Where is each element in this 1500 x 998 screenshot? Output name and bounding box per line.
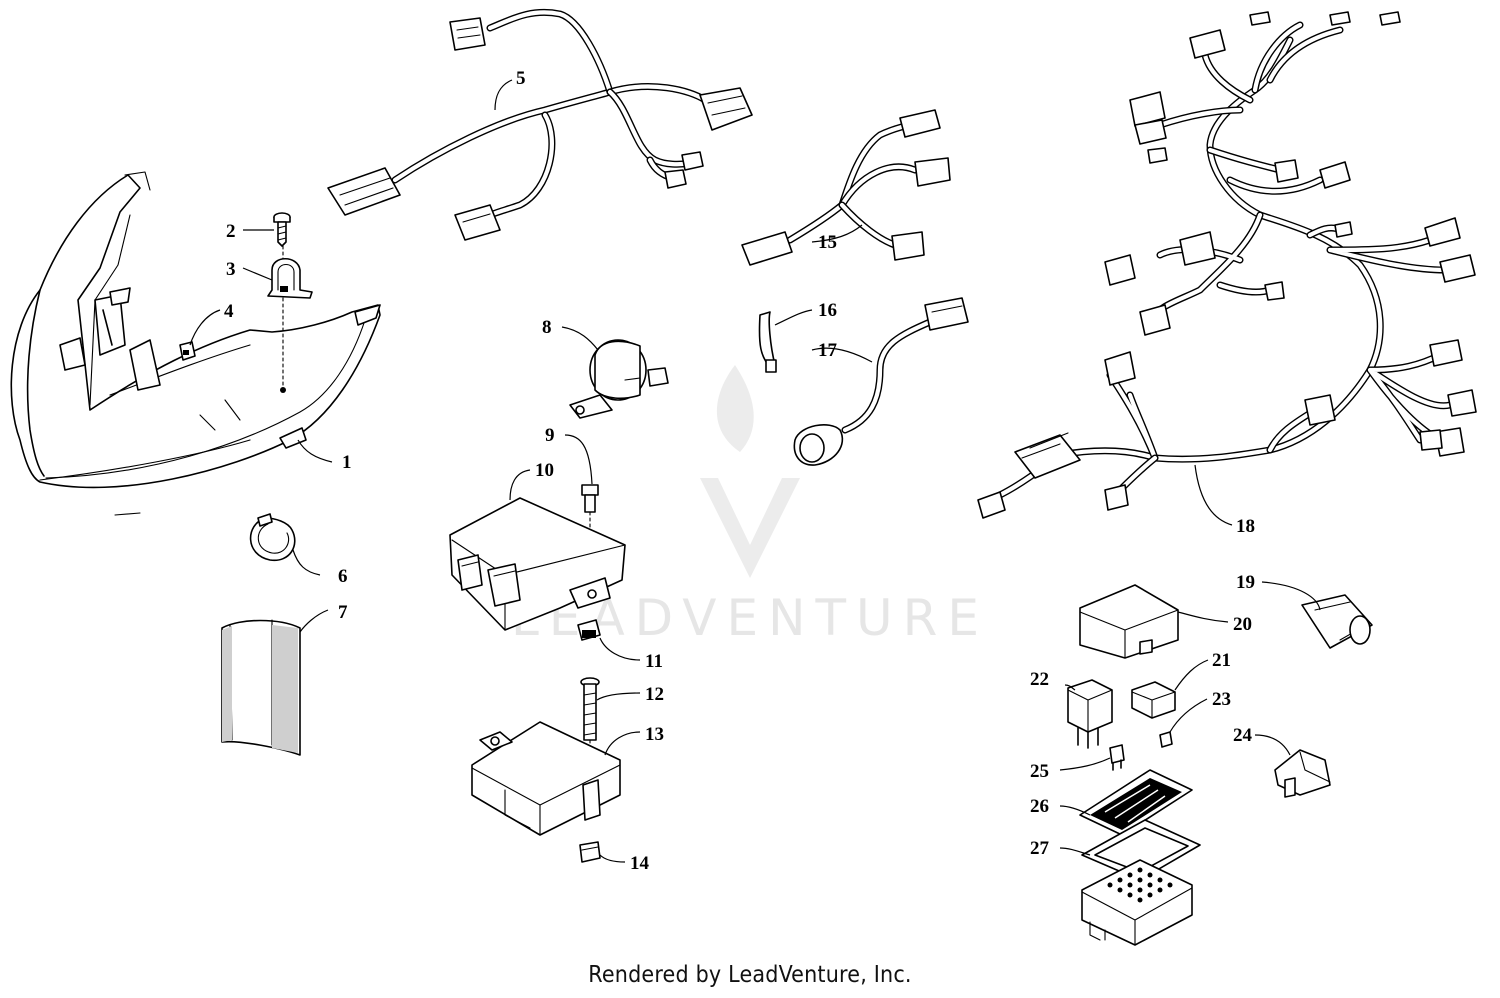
connector-19[interactable] xyxy=(1301,594,1373,649)
clamp-3[interactable] xyxy=(267,257,313,299)
ring-clamp-6[interactable] xyxy=(249,513,296,561)
callout-5[interactable]: 5 xyxy=(516,68,526,89)
fuse-box-base[interactable] xyxy=(1081,859,1193,946)
callout-17[interactable]: 17 xyxy=(818,340,838,361)
tie-strap-16[interactable] xyxy=(758,311,777,373)
callout-14[interactable]: 14 xyxy=(630,853,650,874)
callout-18[interactable]: 18 xyxy=(1236,516,1255,537)
mini-fuse-23[interactable] xyxy=(1159,731,1173,748)
callout-6[interactable]: 6 xyxy=(338,566,348,587)
callout-1[interactable]: 1 xyxy=(342,452,352,473)
callout-27[interactable]: 27 xyxy=(1030,838,1050,859)
fuse-21[interactable] xyxy=(1131,681,1176,719)
callout-10[interactable]: 10 xyxy=(535,460,554,481)
fuse-box-cover-20[interactable] xyxy=(1079,584,1179,659)
bolt-12[interactable] xyxy=(580,677,600,741)
control-module-10[interactable] xyxy=(449,497,626,631)
callout-labels: 1 2 3 4 5 6 7 8 9 10 11 12 13 14 15 16 1… xyxy=(224,68,1255,874)
screw-2[interactable] xyxy=(273,212,291,247)
callout-16[interactable]: 16 xyxy=(818,300,837,321)
callout-19[interactable]: 19 xyxy=(1236,572,1255,593)
callout-8[interactable]: 8 xyxy=(542,317,552,338)
callout-20[interactable]: 20 xyxy=(1233,614,1252,635)
fuse-label-26[interactable] xyxy=(1079,769,1193,836)
callout-21[interactable]: 21 xyxy=(1212,650,1231,671)
callout-26[interactable]: 26 xyxy=(1030,796,1049,817)
callout-12[interactable]: 12 xyxy=(645,684,664,705)
callout-25[interactable]: 25 xyxy=(1030,761,1049,782)
headlight-housing[interactable] xyxy=(10,171,381,516)
module-cover-13[interactable] xyxy=(471,721,621,836)
callout-4[interactable]: 4 xyxy=(224,301,234,322)
footer-credit: Rendered by LeadVenture, Inc. xyxy=(588,962,912,988)
nut-11[interactable] xyxy=(577,619,601,641)
callout-9[interactable]: 9 xyxy=(545,425,555,446)
sub-harness-15[interactable] xyxy=(741,109,951,266)
callout-2[interactable]: 2 xyxy=(226,221,236,242)
main-harness-18[interactable] xyxy=(977,11,1477,519)
nut-14[interactable] xyxy=(579,841,601,863)
callout-24[interactable]: 24 xyxy=(1233,725,1253,746)
blade-fuse-25[interactable] xyxy=(1109,744,1125,771)
bolt-9[interactable] xyxy=(581,484,599,513)
leader-lines xyxy=(189,79,1321,863)
connector-cap-24[interactable] xyxy=(1274,749,1331,798)
relay-22[interactable] xyxy=(1067,679,1113,749)
gasket-27[interactable] xyxy=(1081,819,1201,881)
sleeve-7[interactable] xyxy=(221,619,301,756)
callout-3[interactable]: 3 xyxy=(226,259,236,280)
clip-nut-4[interactable] xyxy=(179,341,196,361)
flasher-relay-8[interactable] xyxy=(569,339,669,419)
callout-23[interactable]: 23 xyxy=(1212,689,1231,710)
headlight-harness-5[interactable] xyxy=(327,8,753,241)
callout-22[interactable]: 22 xyxy=(1030,669,1049,690)
callout-15[interactable]: 15 xyxy=(818,232,837,253)
callout-11[interactable]: 11 xyxy=(645,651,663,672)
socket-harness-17[interactable] xyxy=(793,297,969,466)
callout-13[interactable]: 13 xyxy=(645,724,664,745)
callout-7[interactable]: 7 xyxy=(338,602,348,623)
